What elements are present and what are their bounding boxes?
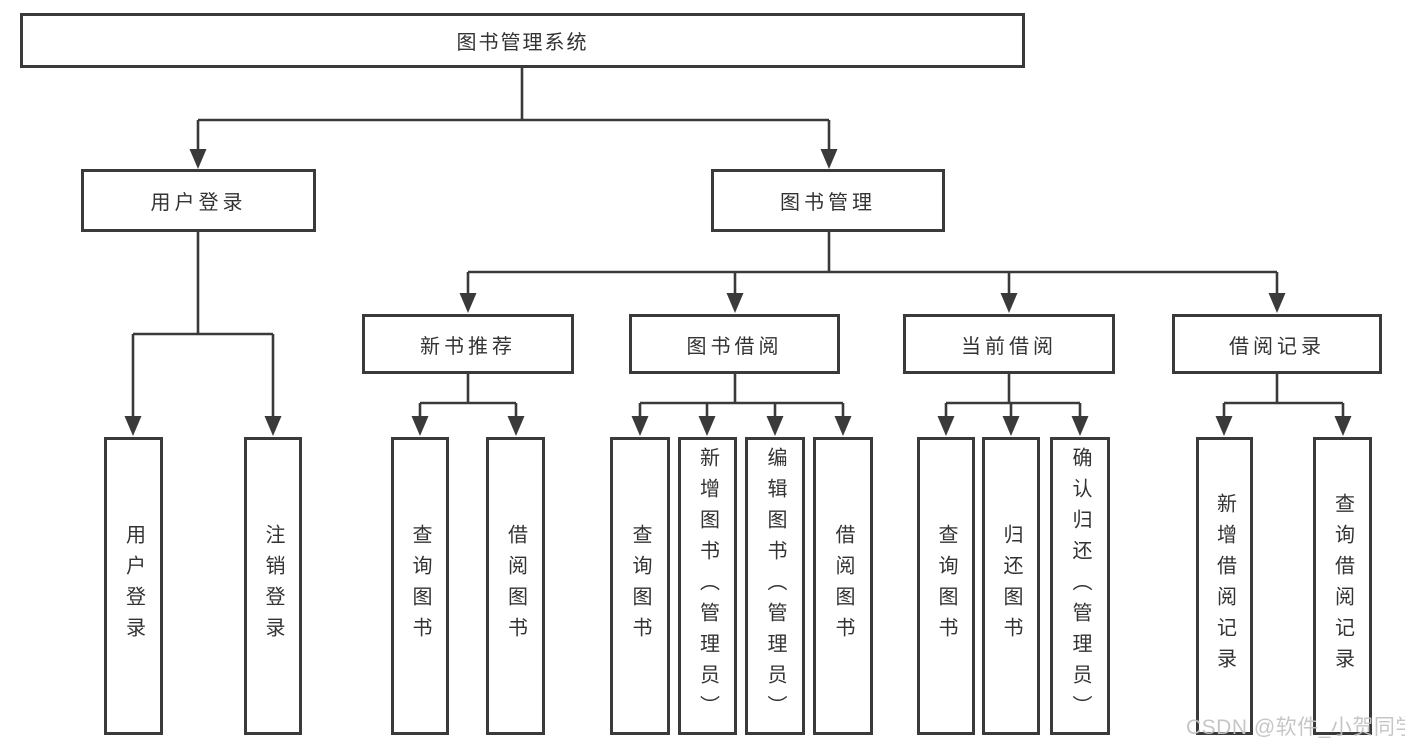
node-label: 图书管理 bbox=[780, 192, 876, 214]
node-book-management: 图书管理 bbox=[711, 169, 945, 232]
leaf-label: 借阅图书 bbox=[504, 524, 527, 648]
leaf-label: 归还图书 bbox=[1000, 524, 1022, 648]
node-new-book-recommend: 新书推荐 bbox=[362, 314, 574, 374]
leaf-query-books: 查询图书 bbox=[391, 437, 449, 735]
leaf-query-books: 查询图书 bbox=[610, 437, 670, 735]
leaf-add-books-admin: 新增图书（管理员） bbox=[678, 437, 737, 735]
leaf-borrow-books: 借阅图书 bbox=[486, 437, 545, 735]
leaf-label: 查询图书 bbox=[409, 524, 431, 648]
leaf-borrow-books: 借阅图书 bbox=[813, 437, 873, 735]
leaf-label: 注销登录 bbox=[262, 524, 284, 648]
leaf-label: 查询借阅记录 bbox=[1331, 493, 1354, 679]
csdn-watermark: CSDN @软件_小贺同学 bbox=[1186, 716, 1405, 739]
node-book-borrow: 图书借阅 bbox=[629, 314, 840, 374]
leaf-edit-books-admin: 编辑图书（管理员） bbox=[745, 437, 805, 735]
node-label: 新书推荐 bbox=[420, 335, 516, 358]
leaf-confirm-return-admin: 确认归还（管理员） bbox=[1050, 437, 1110, 735]
node-label: 图书管理系统 bbox=[456, 32, 589, 54]
leaf-label: 查询图书 bbox=[629, 524, 651, 648]
leaf-label: 新增图书（管理员） bbox=[696, 446, 719, 726]
leaf-return-books: 归还图书 bbox=[982, 437, 1040, 735]
node-label: 用户登录 bbox=[150, 192, 247, 214]
leaf-label: 借阅图书 bbox=[832, 524, 854, 648]
leaf-label: 新增借阅记录 bbox=[1213, 493, 1236, 679]
node-label: 当前借阅 bbox=[961, 335, 1057, 358]
leaf-label: 编辑图书（管理员） bbox=[764, 446, 786, 726]
leaf-add-borrow-record: 新增借阅记录 bbox=[1196, 437, 1253, 735]
node-library-system: 图书管理系统 bbox=[20, 13, 1025, 68]
leaf-logout: 注销登录 bbox=[244, 437, 302, 735]
node-user-login: 用户登录 bbox=[81, 169, 316, 232]
leaf-label: 用户登录 bbox=[122, 524, 145, 648]
node-label: 图书借阅 bbox=[686, 335, 783, 358]
node-borrow-records: 借阅记录 bbox=[1172, 314, 1382, 374]
node-label: 借阅记录 bbox=[1229, 335, 1325, 358]
leaf-label: 查询图书 bbox=[935, 524, 957, 648]
leaf-user-login: 用户登录 bbox=[104, 437, 163, 735]
leaf-label: 确认归还（管理员） bbox=[1069, 446, 1091, 726]
leaf-query-books: 查询图书 bbox=[917, 437, 975, 735]
node-current-borrow: 当前借阅 bbox=[903, 314, 1115, 374]
leaf-query-borrow-record: 查询借阅记录 bbox=[1313, 437, 1372, 735]
